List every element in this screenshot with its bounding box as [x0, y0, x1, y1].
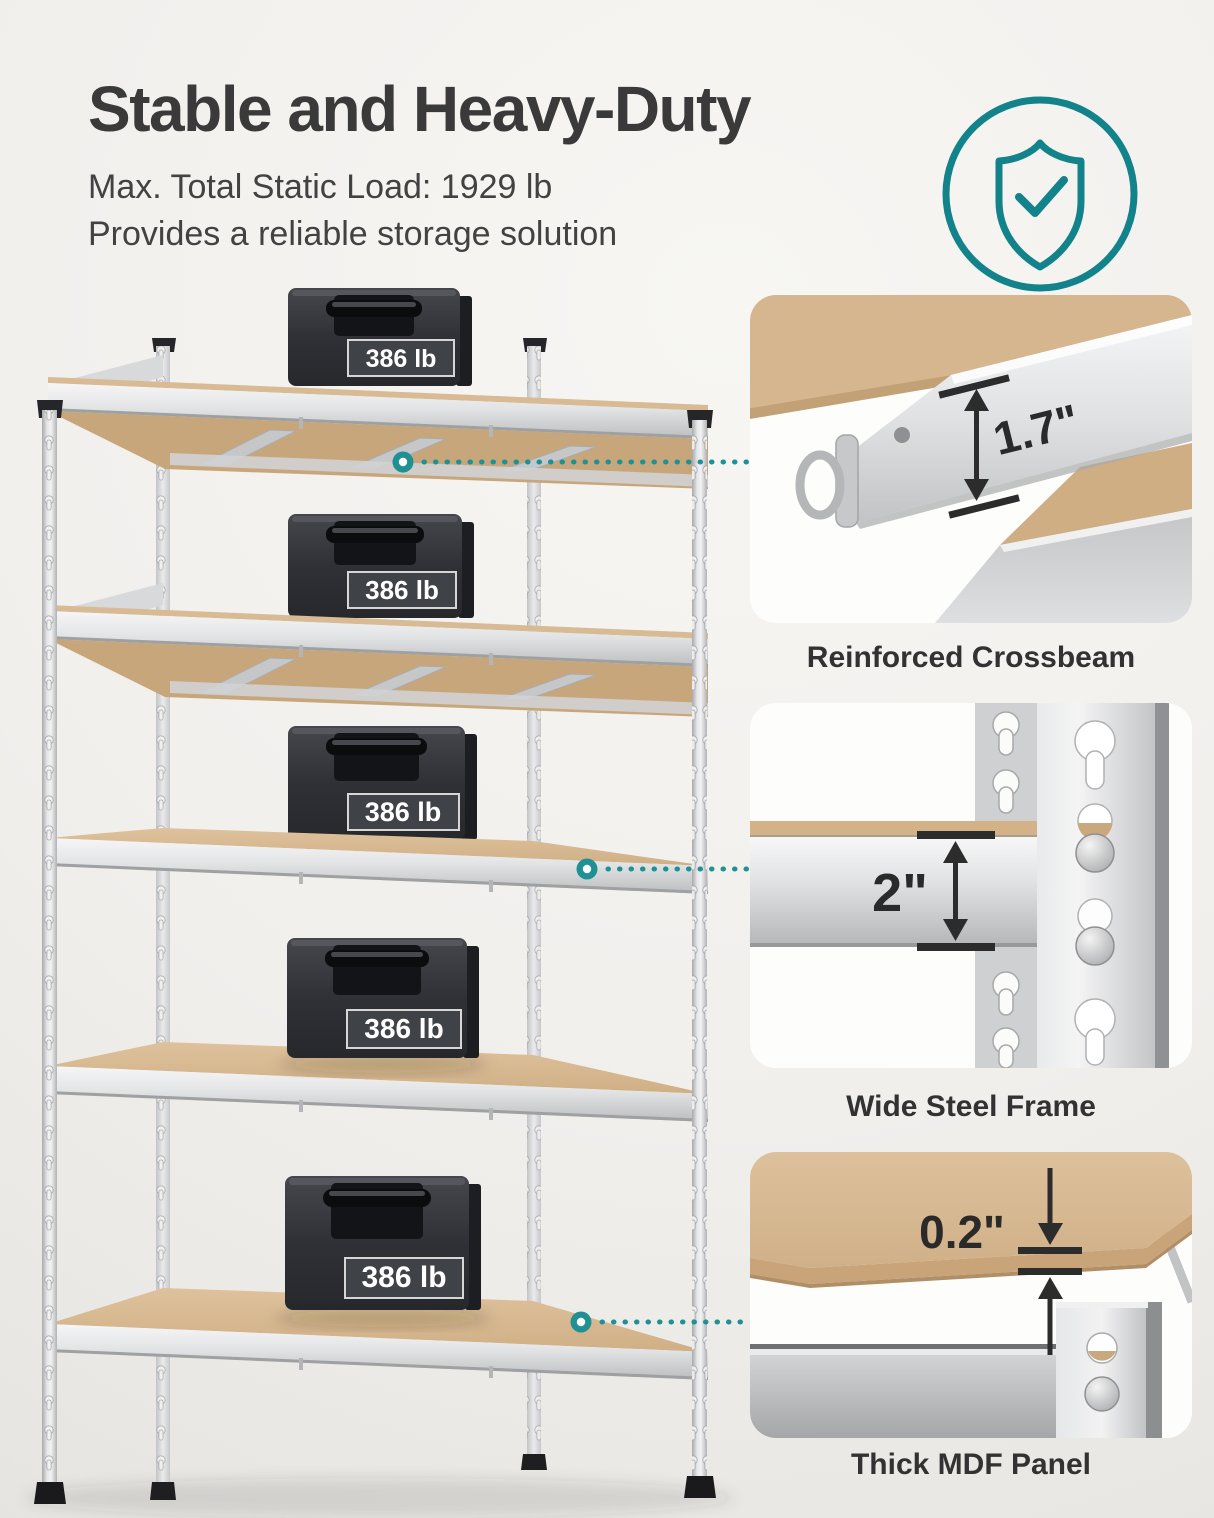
- steel-frame-detail-illustration: 2": [750, 703, 1192, 1068]
- rack-front-right-post: [684, 410, 716, 1498]
- callout-card-steel-frame: 2": [750, 703, 1192, 1068]
- callout-caption: Thick MDF Panel: [850, 1448, 1092, 1481]
- callout-caption: Reinforced Crossbeam: [806, 641, 1136, 674]
- check-icon: [1015, 176, 1068, 217]
- weight-label: 386 lb: [365, 797, 442, 827]
- shelving-unit-illustration: 386 lb 386 lb: [25, 288, 735, 1518]
- mdf-top-panel: [750, 295, 1192, 408]
- headline-block: Stable and Heavy-Duty Max. Total Static …: [88, 72, 752, 258]
- measurement-label: 2": [872, 863, 928, 923]
- shelf-tier: [48, 583, 708, 717]
- weight-block: 386 lb: [279, 938, 487, 1073]
- steel-beam: [750, 821, 1037, 947]
- floor-shadow: [25, 1478, 735, 1518]
- mdf-panel: [750, 1152, 1192, 1288]
- callout-card-crossbeam: 1.7": [750, 295, 1192, 623]
- shelf-tier: [48, 828, 708, 894]
- callout-card-mdf-panel: 0.2": [750, 1152, 1192, 1438]
- crossbeam: [795, 315, 1192, 529]
- mdf-lower-panel: [1000, 443, 1192, 545]
- rack-back-right-post: [521, 338, 547, 1470]
- weight-block: 386 lb: [275, 1176, 491, 1327]
- beam-hook: [795, 450, 845, 520]
- under-shelf-panel: [935, 509, 1192, 623]
- measurement-2: 2": [872, 831, 995, 951]
- subtitle-line-1: Max. Total Static Load: 1929 lb: [88, 168, 553, 206]
- crossbeam-detail-illustration: 1.7": [750, 295, 1192, 623]
- corner-bracket: [1056, 1302, 1162, 1438]
- weight-block: 386 lb: [288, 726, 477, 840]
- measurement-0-2: 0.2": [919, 1168, 1082, 1355]
- quality-shield-icon: [942, 96, 1138, 292]
- rack-front-left-post: [34, 400, 66, 1504]
- shelf-tier: [48, 355, 708, 489]
- subtitle: Max. Total Static Load: 1929 lb Provides…: [88, 164, 750, 258]
- front-upright: [1037, 703, 1169, 1068]
- weight-label: 386 lb: [361, 1261, 446, 1294]
- page-title: Stable and Heavy-Duty: [88, 73, 752, 145]
- mdf-panel-detail-illustration: 0.2": [750, 1152, 1192, 1438]
- weight-label: 386 lb: [364, 1013, 443, 1044]
- weight-label: 386 lb: [365, 575, 439, 605]
- under-beam: [750, 1344, 1060, 1438]
- callout-caption: Wide Steel Frame: [846, 1090, 1096, 1123]
- weight-label: 386 lb: [366, 345, 437, 373]
- weight-block: 386 lb: [288, 514, 474, 618]
- weight-block: 386 lb: [288, 288, 472, 386]
- measurement-label: 0.2": [919, 1206, 1005, 1258]
- subtitle-line-2: Provides a reliable storage solution: [88, 215, 618, 253]
